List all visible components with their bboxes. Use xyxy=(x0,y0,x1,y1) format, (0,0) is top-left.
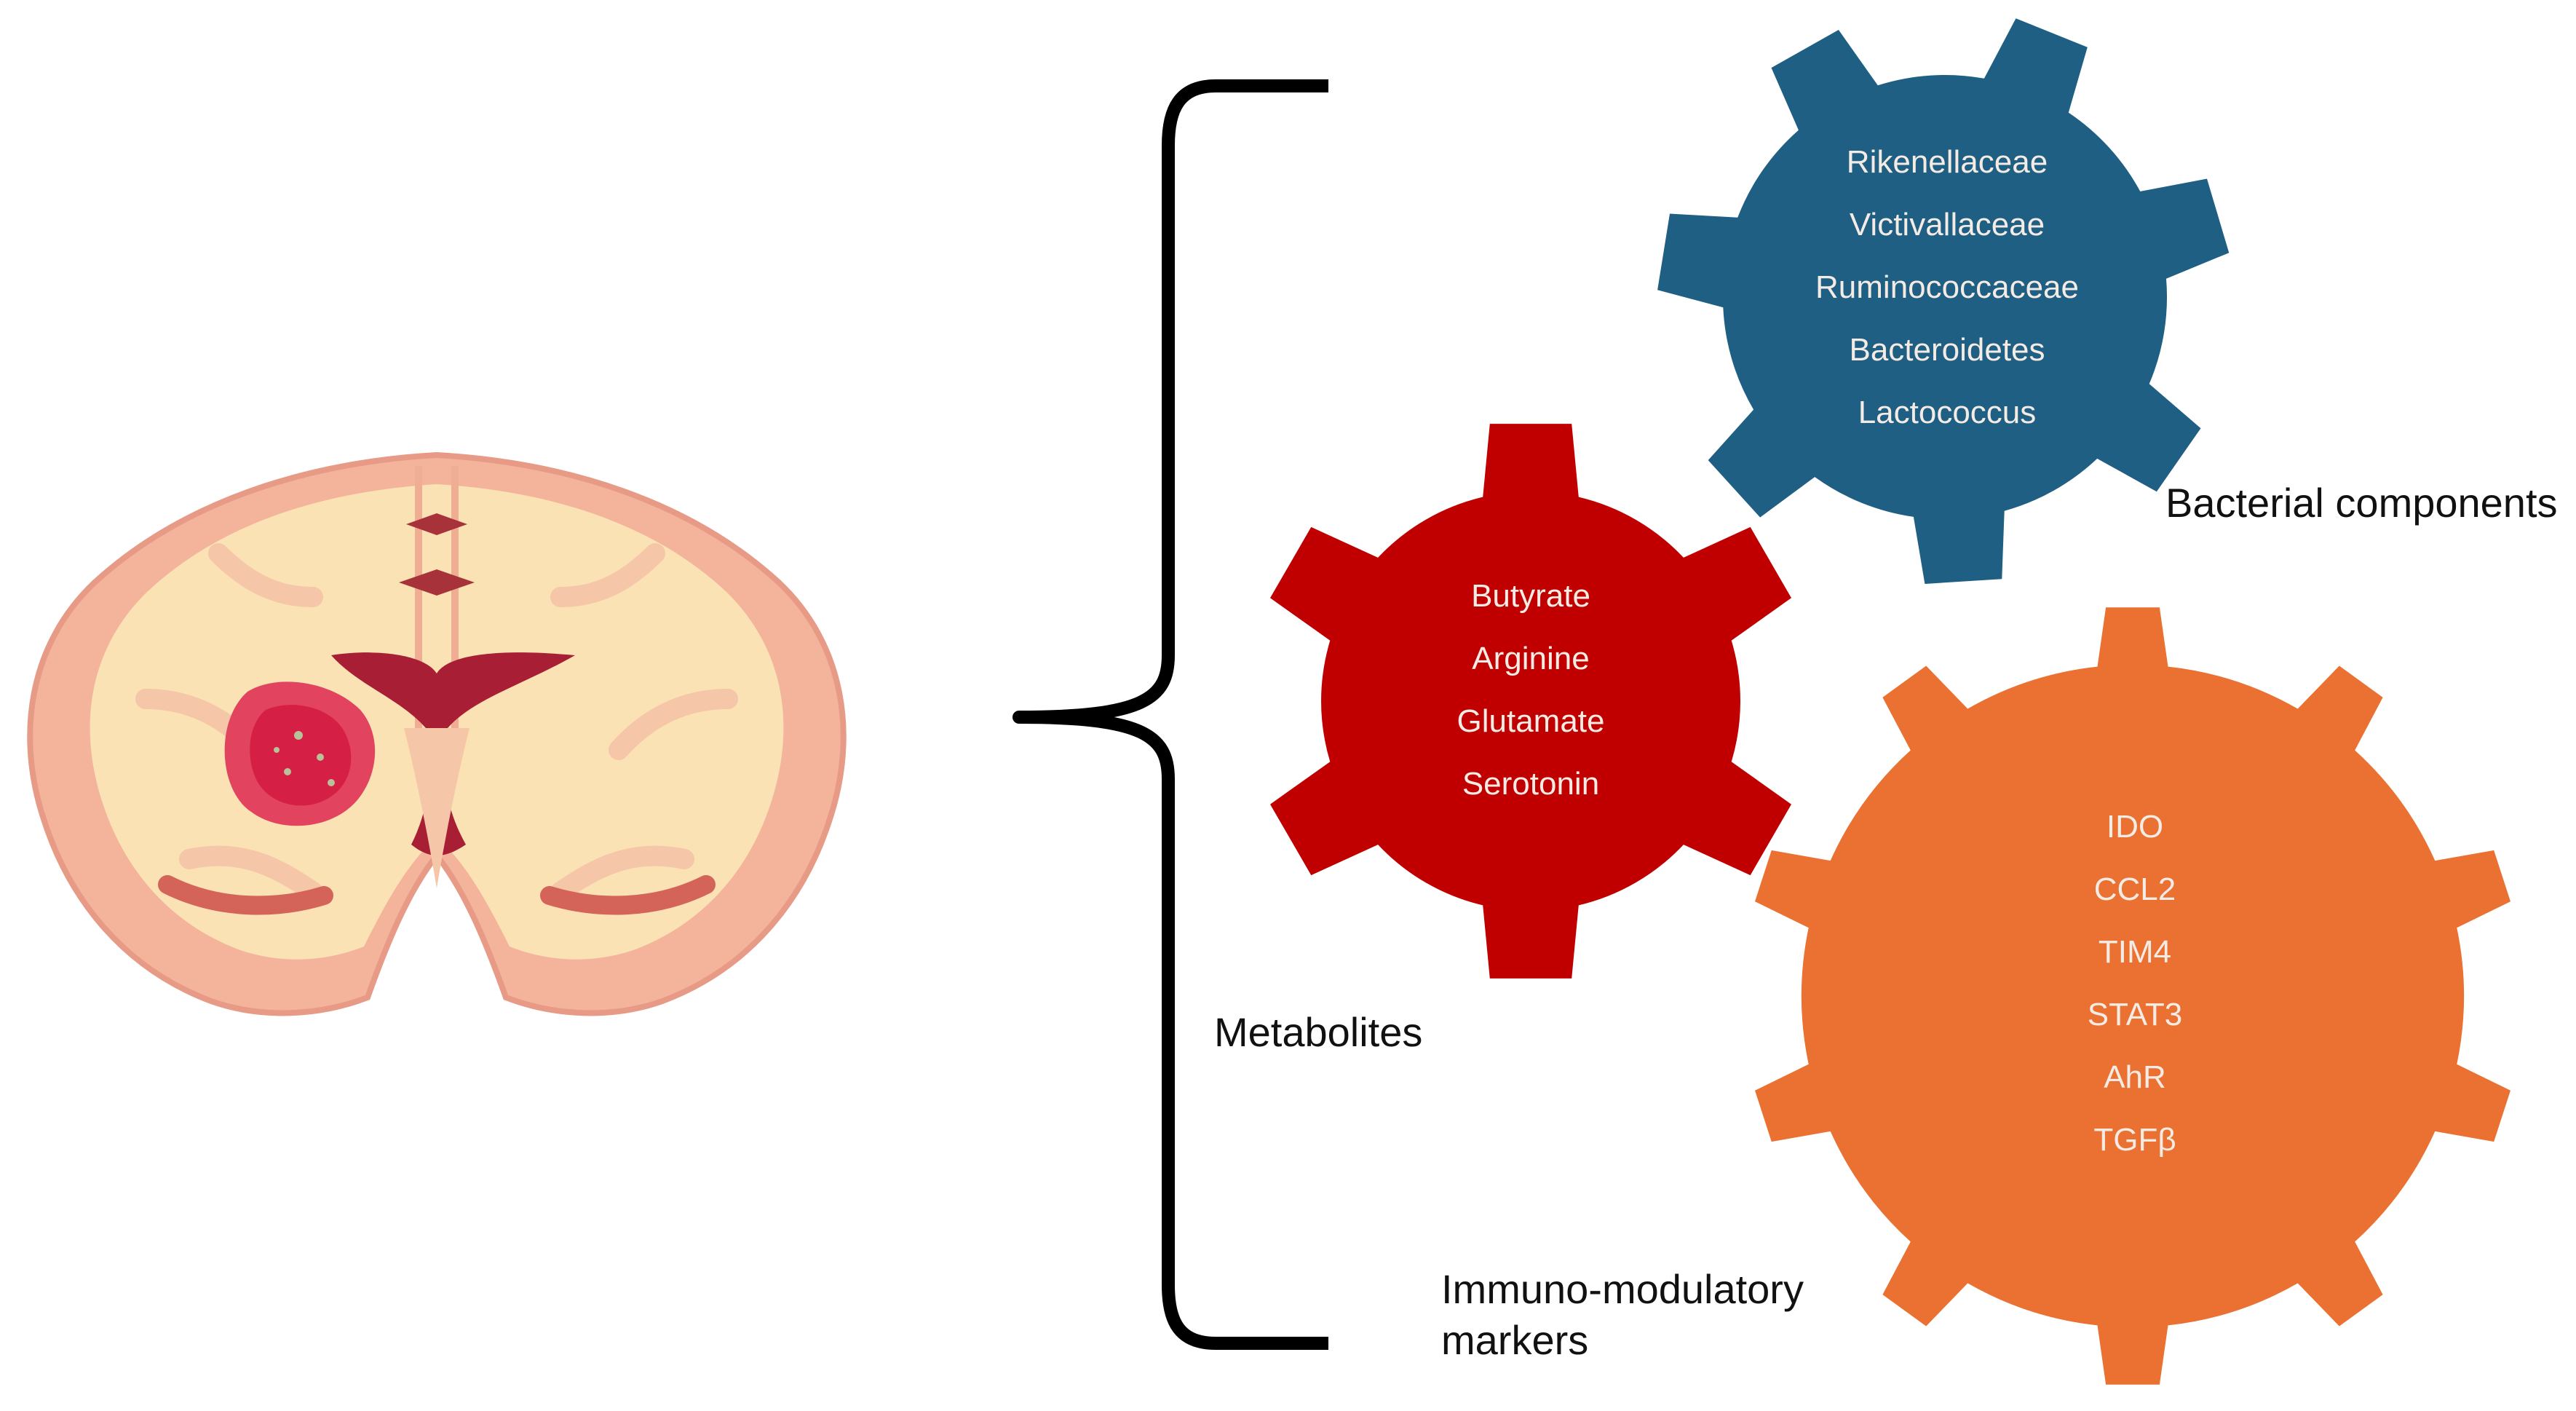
metabolite-item: Serotonin xyxy=(1462,766,1599,802)
immuno-marker-item: STAT3 xyxy=(2088,997,2182,1032)
metabolite-item: Butyrate xyxy=(1471,578,1590,614)
immuno-modulatory-gear xyxy=(1755,607,2510,1385)
bacterial-item: Victivallaceae xyxy=(1850,207,2045,242)
bacterial-components-label: Bacterial components xyxy=(2165,480,2558,526)
bacterial-item: Ruminococcaceae xyxy=(1815,269,2079,305)
metabolite-item: Glutamate xyxy=(1457,703,1605,739)
metabolites-gear xyxy=(1270,424,1791,979)
immuno-modulatory-label-line2: markers xyxy=(1441,1317,1588,1363)
immuno-marker-item: AhR xyxy=(2104,1059,2166,1095)
metabolite-item: Arginine xyxy=(1472,641,1589,676)
immuno-marker-item: CCL2 xyxy=(2094,872,2176,907)
metabolites-label: Metabolites xyxy=(1214,1009,1422,1055)
bacterial-item: Lactococcus xyxy=(1858,395,2037,430)
curly-brace-icon xyxy=(1012,79,1328,1350)
bacterial-item: Bacteroidetes xyxy=(1849,332,2045,368)
immuno-marker-item: TGFβ xyxy=(2093,1122,2176,1158)
bacterial-item: Rikenellaceae xyxy=(1847,144,2048,180)
immuno-marker-item: TIM4 xyxy=(2099,934,2171,970)
bacterial-components-gear xyxy=(1657,18,2230,584)
brain-hemorrhage-icon xyxy=(27,451,847,1016)
immuno-modulatory-label: Immuno-modulatory xyxy=(1441,1266,1804,1312)
immuno-marker-item: IDO xyxy=(2107,809,2163,845)
